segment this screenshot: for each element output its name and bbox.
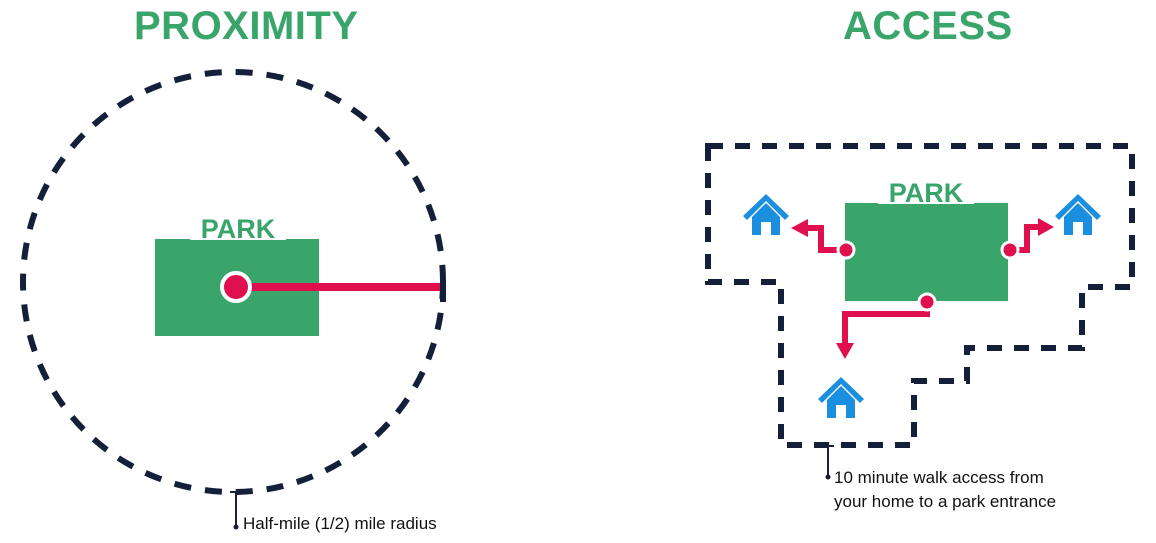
proximity-title: PROXIMITY (134, 4, 359, 48)
radius-caption: Half-mile (1/2) mile radius (243, 514, 437, 533)
access-caption-line-1: 10 minute walk access from (834, 468, 1044, 487)
home-icon (818, 377, 864, 418)
access-park-label: PARK (889, 178, 964, 208)
proximity-diagram: PARK (20, 69, 446, 530)
access-diagram: PARK (705, 143, 1135, 480)
radius-callout (230, 491, 242, 530)
access-park-area (845, 203, 1008, 301)
access-title: ACCESS (843, 4, 1013, 48)
home-icon (1055, 194, 1101, 235)
access-callout (822, 445, 834, 480)
walk-route-bottom (836, 292, 937, 359)
walk-route-right (1000, 218, 1054, 260)
park-label-backdrop (190, 211, 286, 240)
walkshed-boundary (705, 143, 1135, 448)
home-icon (743, 194, 789, 235)
access-caption: 10 minute walk access from your home to … (834, 466, 1056, 514)
access-park-label-backdrop (878, 176, 974, 204)
access-caption-line-2: your home to a park entrance (834, 492, 1057, 511)
park-label: PARK (201, 214, 276, 244)
walk-route-left (791, 219, 856, 260)
park-center-dot (220, 271, 252, 303)
